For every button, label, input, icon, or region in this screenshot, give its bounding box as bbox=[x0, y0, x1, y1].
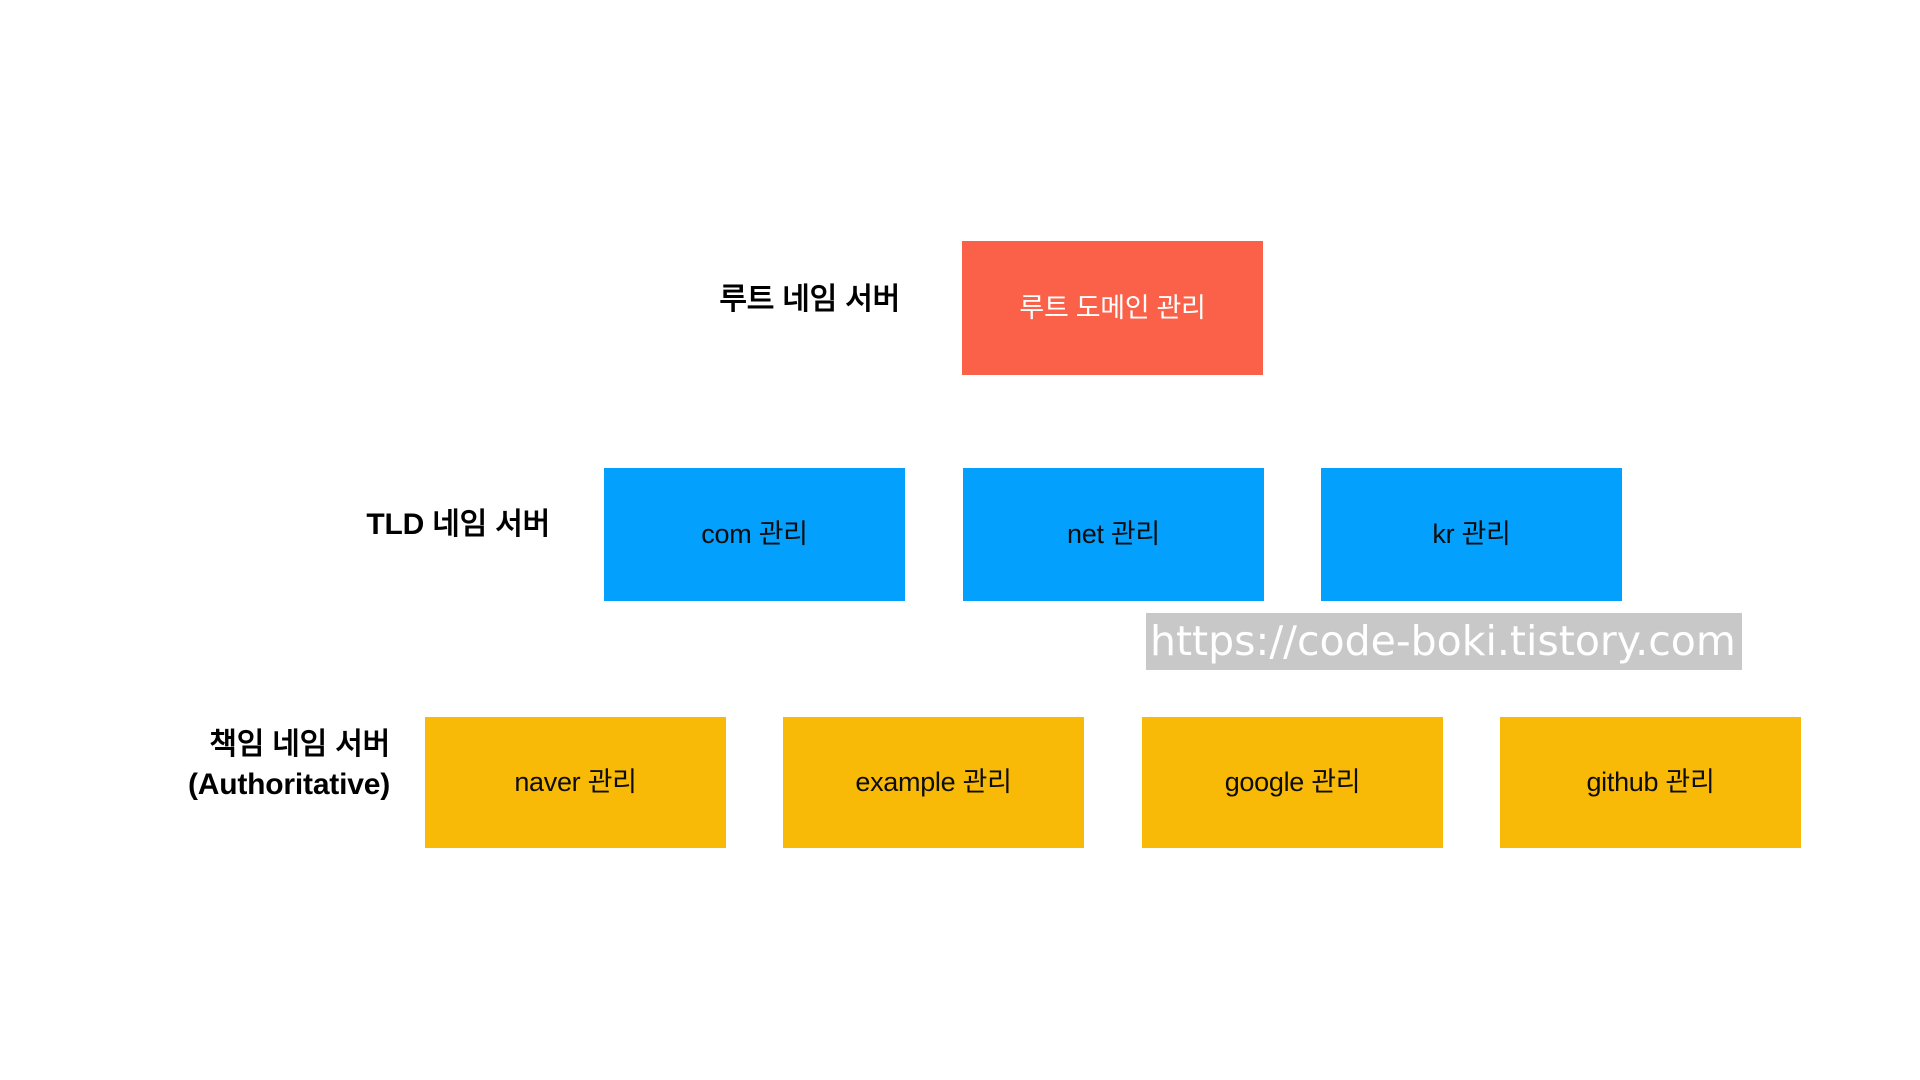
node-label: net 관리 bbox=[1067, 519, 1160, 550]
node-label: google 관리 bbox=[1224, 767, 1361, 798]
node-auth-naver[interactable]: naver 관리 bbox=[425, 717, 726, 848]
watermark-url: https://code-boki.tistory.com bbox=[1146, 613, 1742, 670]
tier-label-root: 루트 네임 서버 bbox=[719, 283, 900, 316]
node-label: naver 관리 bbox=[514, 767, 637, 798]
node-label: kr 관리 bbox=[1432, 519, 1511, 550]
node-tld-com[interactable]: com 관리 bbox=[604, 468, 905, 601]
node-tld-net[interactable]: net 관리 bbox=[963, 468, 1264, 601]
node-auth-github[interactable]: github 관리 bbox=[1500, 717, 1801, 848]
node-label: 루트 도메인 관리 bbox=[1019, 292, 1206, 323]
node-label: github 관리 bbox=[1586, 767, 1715, 798]
node-auth-example[interactable]: example 관리 bbox=[783, 717, 1084, 848]
tier-label-tld: TLD 네임 서버 bbox=[366, 508, 550, 541]
node-label: com 관리 bbox=[701, 519, 808, 550]
node-auth-google[interactable]: google 관리 bbox=[1142, 717, 1443, 848]
node-tld-kr[interactable]: kr 관리 bbox=[1321, 468, 1622, 601]
node-root-domain[interactable]: 루트 도메인 관리 bbox=[962, 241, 1263, 375]
node-label: example 관리 bbox=[855, 767, 1012, 798]
tier-label-authoritative: 책임 네임 서버 (Authoritative) bbox=[188, 728, 390, 801]
